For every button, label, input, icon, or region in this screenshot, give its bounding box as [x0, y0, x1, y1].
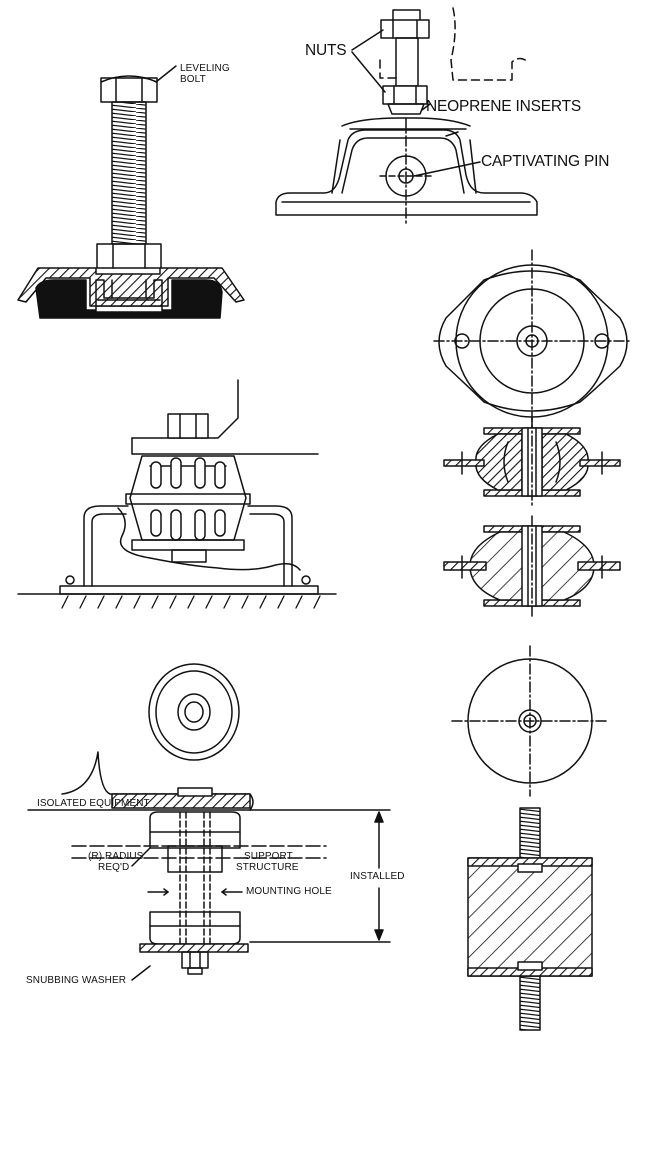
- neoprene-inserts-label: NEOPRENE INSERTS: [426, 99, 581, 115]
- radius-reqd-label-line-2: REQ'D: [88, 862, 143, 873]
- captivating-pin-mount-figure: [276, 8, 537, 225]
- nuts-label: NUTS: [305, 43, 346, 59]
- isolated-equipment-label: ISOLATED EQUIPMENT: [37, 799, 150, 809]
- mounting-hole-label: MOUNTING HOLE: [246, 887, 332, 897]
- support-structure-label-line-1: SUPPORT: [236, 851, 299, 862]
- leveling-bolt-mount-figure: [18, 66, 244, 318]
- radius-reqd-label: (R) RADIUS REQ'D: [88, 851, 143, 873]
- flange-mount-section-figures: [444, 418, 620, 616]
- snubbing-mount-plan-figure: [149, 664, 239, 760]
- snubbing-mount-elevation-figure: [28, 752, 390, 980]
- leveling-bolt-label-line-1: LEVELING: [180, 63, 230, 74]
- leveling-bolt-label-line-2: BOLT: [180, 74, 230, 85]
- radius-reqd-label-line-1: (R) RADIUS: [88, 851, 143, 862]
- leveling-bolt-label: LEVELING BOLT: [180, 63, 230, 85]
- flange-mount-plan-figure: [434, 250, 632, 432]
- installed-label: INSTALLED: [350, 872, 405, 882]
- support-structure-label-line-2: STRUCTURE: [236, 862, 299, 873]
- double-cone-mount-figure: [18, 380, 336, 608]
- cylinder-mount-plan-figure: [452, 646, 608, 796]
- snubbing-washer-label: SNUBBING WASHER: [26, 976, 126, 986]
- cylinder-mount-section-figure: [468, 808, 592, 1030]
- captivating-pin-label: CAPTIVATING PIN: [481, 154, 609, 170]
- support-structure-label: SUPPORT STRUCTURE: [236, 851, 299, 873]
